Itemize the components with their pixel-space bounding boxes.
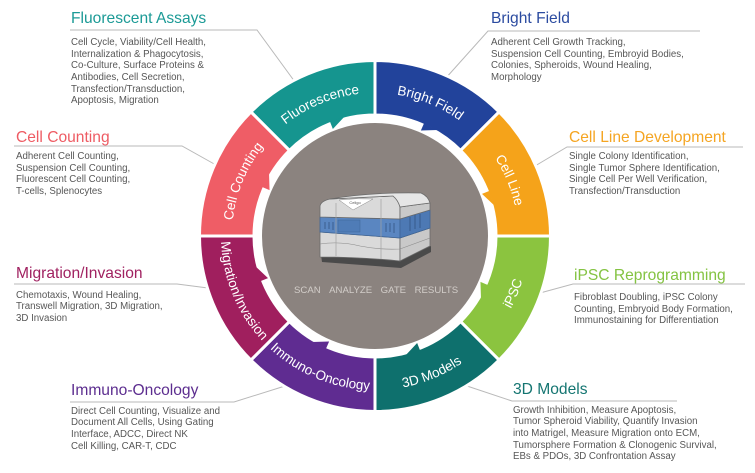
device-vent-slots — [324, 214, 421, 233]
callout-description-line: into Matrigel, Measure Migration onto EC… — [513, 427, 700, 439]
segment-notch-arrow-icon — [329, 116, 345, 129]
callout-title: Cell Line Development — [569, 128, 726, 146]
callout-description-line: Adherent Cell Counting, — [16, 151, 119, 162]
segment-notch-arrow-icon — [255, 266, 268, 282]
wheel-segments — [197, 58, 553, 414]
callout-description-line: Co-Culture, Surface Proteins & — [71, 60, 204, 72]
workflow-step-results: RESULTS — [414, 285, 459, 296]
workflow-steps: SCAN ANALYZE GATE RESULTS — [294, 285, 458, 297]
callout-description-line: T-cells, Splenocytes — [16, 186, 103, 198]
callout-description-line: Colonies, Spheroids, Wound Healing, — [491, 60, 652, 72]
callout-description-line: EBs & PDOs, 3D Confrontation Assay — [513, 451, 676, 463]
device-logo-badge — [338, 198, 374, 211]
callout-title: 3D Models — [513, 381, 588, 398]
segment-notch-arrow-icon — [312, 341, 330, 349]
callout-description-line: Interface, ADCC, Direct NK — [71, 428, 188, 440]
connector-line-cell-counting — [14, 145, 217, 166]
callout-description: Chemotaxis, Wound Healing,Transwell Migr… — [16, 290, 163, 325]
connector-line-fluorescent-assays — [70, 29, 296, 83]
callout-description: Adherent Cell Growth Tracking,Suspension… — [491, 37, 684, 84]
workflow-step-analyze: ANALYZE — [329, 285, 373, 296]
callout-description-line: Tumor Spheroid Viability, Quantify Invas… — [513, 416, 698, 428]
callout-description-line: Immunostaining for Differentiation — [574, 315, 719, 327]
callout-description-line: Single Tumor Sphere Identification, — [569, 162, 720, 174]
callout-title: Fluorescent Assays — [71, 10, 207, 27]
connector-line-migration-invasion — [14, 283, 209, 289]
callout-description-line: Internalization & Phagocytosis, — [71, 48, 204, 60]
callout-description-line: Suspension Cell Counting, — [16, 162, 131, 174]
segment-notch-arrow-icon — [420, 123, 438, 131]
callout-description-line: Counting, Embryoid Body Formation, — [574, 303, 733, 315]
connector-line-ipsc-reprogramming — [539, 283, 745, 294]
callout-title: Bright Field — [491, 9, 570, 27]
callout-description-line: Growth Inhibition, Measure Apoptosis, — [513, 404, 677, 416]
callout-description-line: Cell Killing, CAR-T, CDC — [71, 440, 177, 452]
callout-title: Migration/Invasion — [16, 265, 143, 282]
callout-title: iPSC Reprogramming — [574, 267, 726, 284]
callout-description-line: Single Cell Per Well Verification, — [569, 174, 708, 186]
workflow-step-scan: SCAN — [294, 285, 321, 296]
callout-title: Immuno-Oncology — [71, 382, 199, 399]
callout-description: Single Colony Identification,Single Tumo… — [569, 151, 720, 198]
segment-notch-arrow-icon — [482, 190, 495, 206]
callout-description-line: Fibroblast Doubling, iPSC Colony — [574, 292, 718, 303]
callout-description: Adherent Cell Counting,Suspension Cell C… — [16, 151, 130, 198]
callout-description-line: 3D Invasion — [16, 312, 68, 324]
callout-description-line: Document All Cells, Using Gating — [71, 417, 214, 429]
callout-description-line: Direct Cell Counting, Visualize and — [71, 405, 220, 417]
callout-description-line: Transfection/Transduction — [569, 186, 681, 198]
device-base — [321, 246, 431, 268]
connector-line-bright-field — [444, 30, 700, 80]
connector-lines — [14, 29, 745, 403]
device-blue-band-panel — [337, 219, 361, 233]
callout-description-line: Antibodies, Cell Secretion, — [71, 72, 185, 84]
callout-description-line: Morphology — [491, 72, 542, 84]
callout-description-line: Fluorescent Cell Counting, — [16, 174, 131, 186]
connector-line-3d-models — [466, 385, 677, 402]
segment-notch-arrow-icon — [405, 343, 421, 356]
segment-notch-arrow-icon — [262, 173, 270, 191]
connector-line-immuno-oncology — [70, 385, 286, 403]
callout-description: Growth Inhibition, Measure Apoptosis,Tum… — [513, 405, 717, 463]
wheel-segment-cell-counting — [197, 109, 292, 238]
celigo-imager-illustration: Celigo — [319, 192, 431, 268]
callout-title: Cell Counting — [16, 128, 110, 146]
device-logo-text: Celigo — [349, 200, 361, 205]
callout-description-line: Chemotaxis, Wound Healing, — [16, 289, 142, 301]
callout-description-line: Tumorsphere Formation & Clonogenic Survi… — [513, 439, 717, 451]
callout-description-line: Suspension Cell Counting, Embroyid Bodie… — [491, 48, 684, 60]
segment-notch-arrow-icon — [480, 281, 488, 299]
workflow-step-gate: GATE — [380, 285, 407, 296]
callout-description-line: Adherent Cell Growth Tracking, — [491, 37, 626, 48]
callout-description-line: Single Colony Identification, — [569, 151, 689, 162]
callout-description: Cell Cycle, Viability/Cell Health,Intern… — [71, 37, 206, 107]
callout-description-line: Cell Cycle, Viability/Cell Health, — [71, 37, 206, 48]
device-top-panel — [329, 192, 431, 208]
device-lower-ridge — [319, 237, 431, 250]
callout-description-line: Apoptosis, Migration — [71, 95, 159, 107]
callout-description-line: Transwell Migration, 3D Migration, — [16, 301, 163, 313]
callout-description-line: Transfection/Transduction, — [71, 83, 185, 95]
connector-line-cell-line-development — [534, 146, 743, 167]
